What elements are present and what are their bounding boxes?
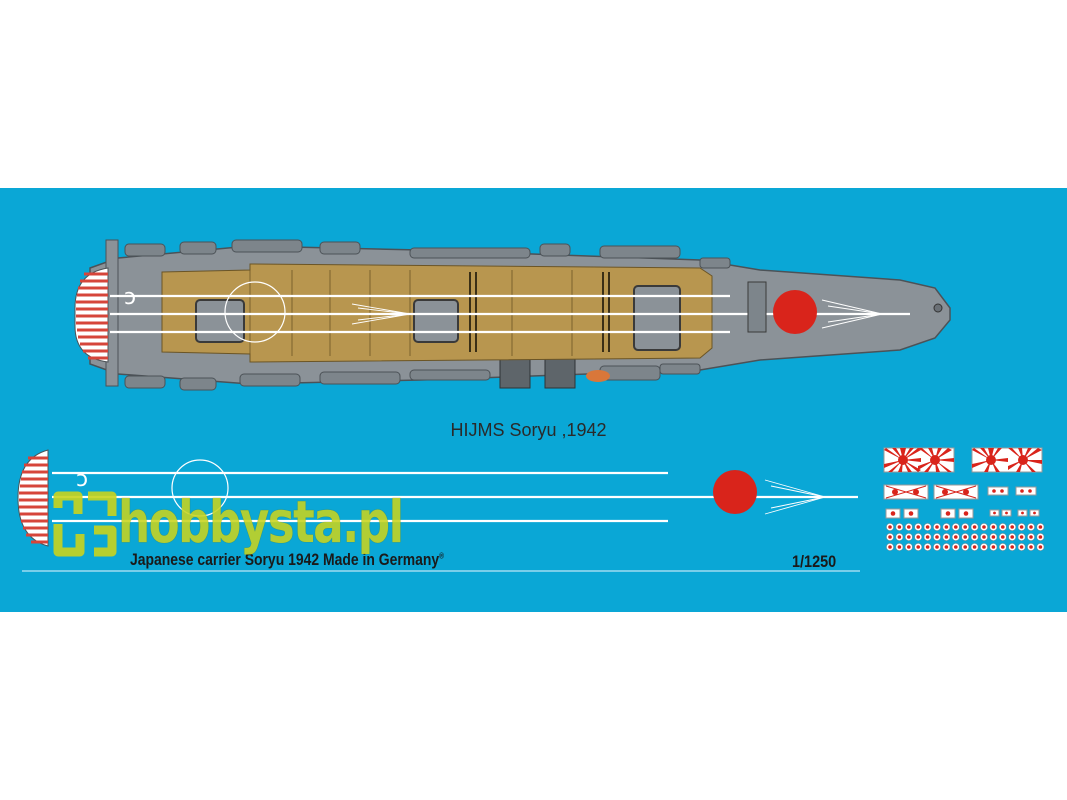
deck-strip-decal xyxy=(17,449,858,547)
ship-plan-view xyxy=(74,239,951,391)
deck-marking-symbol: ↄ xyxy=(124,285,136,310)
roundel-center xyxy=(916,535,920,539)
watermark-logo-icon xyxy=(53,491,117,557)
strip-marking-symbol: ↄ xyxy=(76,467,88,492)
scale-label: 1/1250 xyxy=(792,552,837,571)
roundel-center xyxy=(907,525,911,529)
roundel-center xyxy=(935,535,939,539)
naval-ensign-large xyxy=(883,447,955,473)
roundel-center xyxy=(925,525,930,529)
roundel-center xyxy=(935,545,939,549)
roundel-center xyxy=(1010,535,1014,539)
roundel-center xyxy=(916,525,920,529)
watermark-text: hobbysta.pl xyxy=(118,488,404,556)
roundel-center xyxy=(954,535,958,539)
flags-set xyxy=(883,447,1045,551)
bow-catwalk xyxy=(747,281,767,333)
roundel-center xyxy=(944,535,949,539)
roundel-center xyxy=(991,545,996,549)
forward-elevator xyxy=(633,285,681,351)
roundel-center xyxy=(1038,535,1043,539)
roundel-center xyxy=(1029,525,1033,529)
roundel-center xyxy=(1038,545,1043,549)
sheet-footer-text: Japanese carrier Soryu 1942 Made in Germ… xyxy=(130,550,445,569)
roundel-center xyxy=(1038,525,1043,529)
roundel-center xyxy=(982,535,986,539)
roundel-center xyxy=(897,545,902,549)
landing-circle xyxy=(224,281,286,343)
anchor-winch xyxy=(933,303,943,313)
roundel-center xyxy=(888,535,892,539)
roundel-center xyxy=(972,545,977,549)
roundel-center xyxy=(935,525,939,529)
crash-barriers xyxy=(469,272,610,352)
roundel-center xyxy=(897,535,902,539)
roundel-center xyxy=(944,545,949,549)
roundel-center xyxy=(963,525,967,529)
island-left xyxy=(499,355,531,389)
roundel-center xyxy=(963,535,967,539)
roundel-center xyxy=(944,525,949,529)
roundel-center xyxy=(888,545,892,549)
roundel-center xyxy=(982,525,986,529)
svg-text:ↄ: ↄ xyxy=(124,285,136,310)
hull-sponsons xyxy=(124,239,731,391)
roundel-center xyxy=(925,545,930,549)
hinomaru-strip xyxy=(713,470,757,514)
roundel-center xyxy=(1019,535,1024,539)
island-right xyxy=(544,355,576,389)
hinomaru-bow xyxy=(773,290,817,334)
naval-ensign-large-2 xyxy=(971,447,1043,473)
roundel-center xyxy=(991,525,996,529)
roundel-center xyxy=(1019,525,1024,529)
naval-ensign-small xyxy=(987,486,1037,496)
roundel-center xyxy=(907,545,911,549)
small-roundels xyxy=(886,523,1045,551)
roundel-center xyxy=(982,545,986,549)
roundel-center xyxy=(925,535,930,539)
roundel-center xyxy=(1010,545,1014,549)
roundel-center xyxy=(991,535,996,539)
roundel-center xyxy=(972,525,977,529)
mid-elevator xyxy=(413,299,459,343)
roundel-center xyxy=(1001,535,1005,539)
roundel-center xyxy=(1010,525,1014,529)
roundel-center xyxy=(963,545,967,549)
deck-arrow xyxy=(351,299,883,329)
roundel-center xyxy=(972,535,977,539)
national-flags xyxy=(885,508,1040,519)
roundel-center xyxy=(1029,545,1033,549)
naval-ensign-medium xyxy=(883,484,979,500)
svg-text:ↄ: ↄ xyxy=(76,467,88,492)
roundel-center xyxy=(1001,545,1005,549)
boat xyxy=(586,370,610,382)
roundel-center xyxy=(916,545,920,549)
roundel-center xyxy=(954,545,958,549)
roundel-center xyxy=(1019,545,1024,549)
roundel-center xyxy=(1001,525,1005,529)
ship-caption: HIJMS Soryu ,1942 xyxy=(450,420,607,440)
roundel-center xyxy=(897,525,902,529)
stern-stripes xyxy=(74,267,109,363)
roundel-center xyxy=(907,535,911,539)
roundel-center xyxy=(1029,535,1033,539)
roundel-center xyxy=(954,525,958,529)
decal-sheet: HIJMS Soryu ,1942 ↄ ↄ Japanese carrier S… xyxy=(0,188,1067,612)
decal-sheet-artwork xyxy=(0,188,1067,612)
roundel-center xyxy=(888,525,892,529)
